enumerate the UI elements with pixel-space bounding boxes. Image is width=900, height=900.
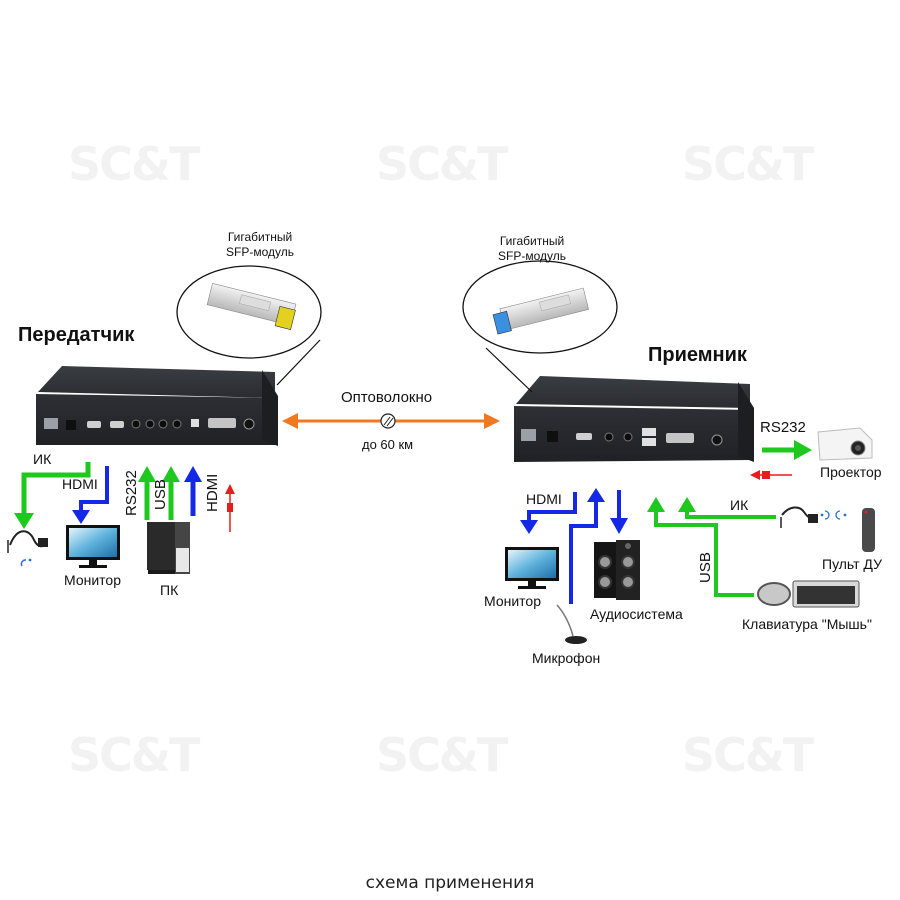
ir-in-arrow <box>678 497 776 519</box>
sfp-module-icon <box>492 287 589 335</box>
rs232-port-icon <box>666 433 694 443</box>
watermark: SC&T <box>68 137 200 191</box>
transmitter-sfp-callout <box>176 265 322 386</box>
usb-b-port-icon <box>191 419 199 427</box>
sfp-label-line2: SFP-модуль <box>498 249 566 263</box>
monitor-icon <box>66 525 120 568</box>
fiber-label: Оптоволокно <box>341 389 433 406</box>
watermark: SC&T <box>682 137 814 191</box>
watermark: SC&T <box>376 137 508 191</box>
rx-usb-label: USB <box>697 552 714 583</box>
receiver-sfp-callout <box>462 260 618 393</box>
pc-icon <box>147 522 190 574</box>
power-adapter-icon <box>227 503 233 512</box>
sfp-module-icon <box>206 282 297 330</box>
rx-projector-label: Проектор <box>820 464 882 480</box>
rs232-port-icon <box>208 418 236 428</box>
transmitter-device <box>36 366 278 446</box>
hdmi-out-arrow <box>520 492 577 534</box>
power-in-arrow <box>225 484 235 532</box>
rx-keyboard-label: Клавиатура "Мышь" <box>742 616 872 632</box>
tx-hdmi-in-label: HDMI <box>204 473 221 512</box>
hdmi-out-port-icon <box>576 433 592 440</box>
caption: схема применения <box>365 873 535 893</box>
power-in-arrow <box>750 470 792 480</box>
rx-remote-label: Пульт ДУ <box>822 556 882 572</box>
sfp-label-line1: Гигабитный <box>499 234 565 248</box>
fiber-distance-label: до 60 км <box>362 437 414 452</box>
fiber-connector-icon <box>380 413 396 429</box>
watermark: SC&T <box>376 728 508 782</box>
rx-ir-label: ИК <box>730 497 749 513</box>
usb-a-port-icon <box>642 438 656 446</box>
lan-port-icon <box>44 418 58 429</box>
audio-out-arrow <box>610 490 628 534</box>
receiver-device <box>514 376 754 462</box>
watermark: SC&T <box>682 728 814 782</box>
hdmi-out-port-icon <box>110 421 124 428</box>
mic-in-arrow <box>569 488 605 604</box>
ir-receiver-icon <box>780 506 847 528</box>
monitor-icon <box>505 547 559 589</box>
transmitter-title: Передатчик <box>18 324 135 346</box>
rs232-out-arrow <box>762 440 812 460</box>
sfp-label-line2: SFP-модуль <box>226 245 294 259</box>
sfp-label-line1: Гигабитный <box>227 230 293 244</box>
tx-usb-label: USB <box>152 479 169 510</box>
remote-control-icon <box>862 508 875 552</box>
usb-in-arrow <box>162 466 180 520</box>
transmitter-sfp-label: Гигабитный SFP-модуль <box>215 230 305 260</box>
rx-microphone-label: Микрофон <box>532 650 601 666</box>
speakers-icon <box>594 540 640 600</box>
hdmi-in-port-icon <box>87 421 101 428</box>
fiber-link-arrow <box>282 413 500 429</box>
usb-in-arrow <box>647 497 754 597</box>
mouse-icon <box>757 582 791 606</box>
tx-hdmi-out-label: HDMI <box>62 476 98 492</box>
watermark: SC&T <box>68 728 200 782</box>
sfp-port-icon <box>547 431 558 442</box>
power-adapter-icon <box>762 471 770 479</box>
receiver-title: Приемник <box>648 344 747 366</box>
projector-icon <box>817 427 873 461</box>
tx-ir-label: ИК <box>33 451 52 467</box>
lan-port-icon <box>521 429 536 441</box>
tx-monitor-label: Монитор <box>64 572 121 588</box>
rx-hdmi-out-label: HDMI <box>526 491 562 507</box>
keyboard-icon <box>792 580 860 608</box>
rx-monitor-label: Монитор <box>484 593 541 609</box>
microphone-icon <box>556 604 587 644</box>
hdmi-in-arrow <box>184 466 202 516</box>
ir-emitter-icon <box>7 530 48 567</box>
hdmi-out-arrow <box>72 466 109 524</box>
rx-audio-label: Аудиосистема <box>590 606 683 622</box>
tx-pc-label: ПК <box>160 582 179 598</box>
receiver-sfp-label: Гигабитный SFP-модуль <box>487 234 577 264</box>
tx-rs232-label: RS232 <box>123 470 140 516</box>
sfp-port-icon <box>66 420 76 430</box>
rs232-in-arrow <box>138 466 156 520</box>
usb-a-port-icon <box>642 428 656 436</box>
rx-rs232-label: RS232 <box>760 419 806 436</box>
ir-out-arrow <box>14 462 91 529</box>
